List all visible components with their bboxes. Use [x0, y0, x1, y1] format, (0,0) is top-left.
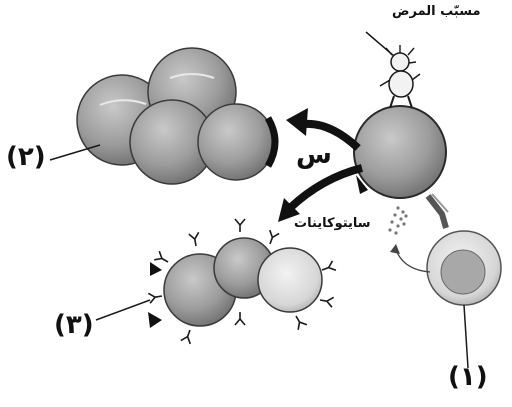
cell-1	[427, 231, 501, 305]
process-label-sin: س	[296, 140, 332, 170]
cytokine-arrow	[396, 250, 430, 272]
pathogen-label: مسبّب المرض	[392, 4, 481, 19]
arrow-to-antibody-cells	[278, 168, 362, 222]
cell-3-label: (٣)	[54, 310, 94, 340]
helper-cell	[354, 106, 446, 198]
cell-3-pointer-line	[96, 300, 150, 320]
cytokine-arrow-head	[390, 244, 400, 254]
cell-2-label: (٢)	[6, 142, 46, 172]
receptor-link	[428, 194, 448, 228]
pathogen-pointer-line	[366, 32, 394, 56]
cell-1-label: (١)	[448, 362, 488, 392]
antibody-cells-3	[148, 238, 322, 328]
cytokines-label: سايتوكاينات	[294, 216, 371, 231]
cell-1-pointer-line	[464, 305, 468, 368]
cell-cluster-2	[77, 48, 275, 184]
pathogen-icon	[380, 45, 420, 108]
cytokines-dots	[388, 206, 407, 234]
